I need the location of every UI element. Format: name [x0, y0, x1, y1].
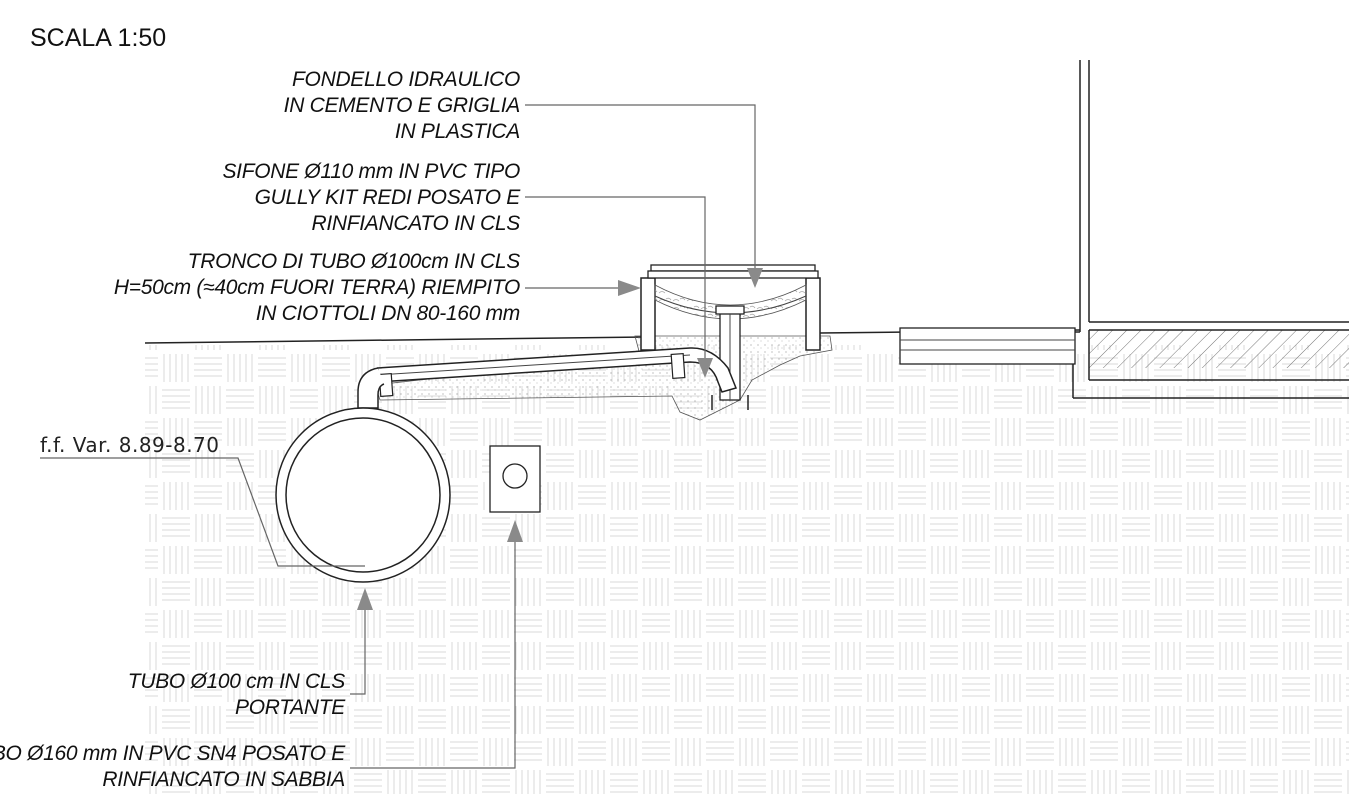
building-wall	[1072, 60, 1349, 399]
label-tubo-pvc: TUBO Ø160 mm IN PVC SN4 POSATO E RINFIAN…	[0, 520, 523, 791]
svg-text:RINFIANCATO IN CLS: RINFIANCATO IN CLS	[311, 212, 520, 235]
pvc-pipe-section	[489, 445, 541, 513]
svg-text:IN CIOTTOLI DN 80-160 mm: IN CIOTTOLI DN 80-160 mm	[256, 302, 520, 325]
scale-label: SCALA 1:50	[30, 24, 166, 52]
svg-text:IN CEMENTO E GRIGLIA: IN CEMENTO E GRIGLIA	[284, 94, 520, 117]
svg-text:TUBO Ø160 mm IN PVC SN4 POSATO: TUBO Ø160 mm IN PVC SN4 POSATO E	[0, 742, 346, 765]
svg-text:RINFIANCATO IN SABBIA: RINFIANCATO IN SABBIA	[102, 768, 345, 791]
concrete-pipe	[275, 407, 451, 583]
sidewalk	[899, 327, 1076, 365]
svg-text:PORTANTE: PORTANTE	[235, 696, 346, 719]
ground-line	[144, 336, 651, 344]
svg-text:SIFONE Ø110 mm IN PVC TIPO: SIFONE Ø110 mm IN PVC TIPO	[222, 160, 520, 183]
svg-text:TUBO Ø100 cm IN CLS: TUBO Ø100 cm IN CLS	[128, 670, 345, 693]
label-fondello: FONDELLO IDRAULICO IN CEMENTO E GRIGLIA …	[284, 68, 763, 288]
svg-text:FONDELLO IDRAULICO: FONDELLO IDRAULICO	[292, 68, 520, 91]
label-flow-level: f.f. Var. 8.89-8.70	[40, 433, 365, 567]
label-sifone: SIFONE Ø110 mm IN PVC TIPO GULLY KIT RED…	[222, 160, 713, 378]
svg-text:TRONCO DI TUBO Ø100cm IN CLS: TRONCO DI TUBO Ø100cm IN CLS	[188, 250, 521, 273]
svg-text:GULLY KIT REDI POSATO E: GULLY KIT REDI POSATO E	[255, 186, 522, 209]
label-tronco: TRONCO DI TUBO Ø100cm IN CLS H=50cm (≈40…	[114, 250, 641, 325]
svg-text:H=50cm (≈40cm FUORI TERRA) RIE: H=50cm (≈40cm FUORI TERRA) RIEMPITO	[114, 276, 520, 299]
sump-ring	[640, 264, 821, 351]
svg-text:f.f. Var. 8.89-8.70: f.f. Var. 8.89-8.70	[40, 433, 220, 457]
svg-text:IN PLASTICA: IN PLASTICA	[395, 120, 520, 143]
label-tubo-cls: TUBO Ø100 cm IN CLS PORTANTE	[128, 588, 373, 719]
